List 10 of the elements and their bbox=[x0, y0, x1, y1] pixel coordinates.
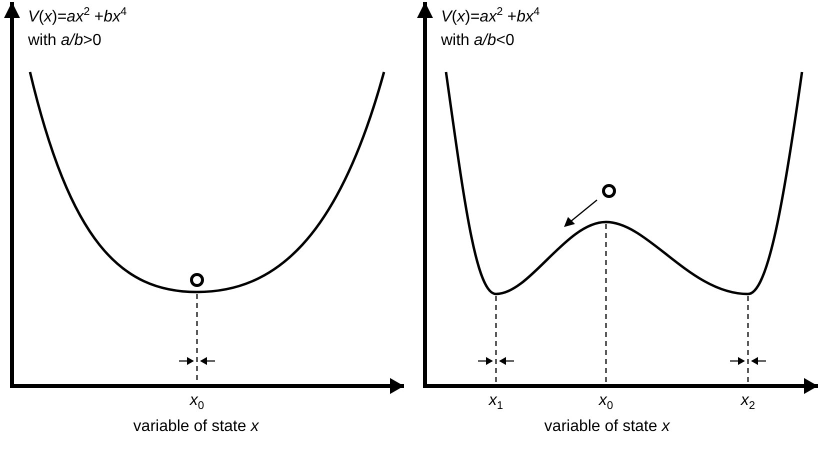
axis-label: with a/b<0 bbox=[441, 32, 514, 50]
axis-label: V(x)=ax$^{2}$ +bx$^{4}$ bbox=[28, 6, 127, 27]
axis-label: x$_{2}$ bbox=[740, 392, 756, 414]
axis-label: x$_{0}$ bbox=[598, 392, 614, 414]
axis-label: variable of state x bbox=[133, 418, 259, 436]
axis-label: with a/b>0 bbox=[28, 32, 102, 50]
axis-label: variable of state x bbox=[544, 418, 670, 436]
axis-label: V(x)=ax$^{2}$ +bx$^{4}$ bbox=[441, 6, 540, 27]
axis-label: x$_{0}$ bbox=[190, 392, 204, 414]
axis-label: x$_{1}$ bbox=[488, 392, 504, 414]
